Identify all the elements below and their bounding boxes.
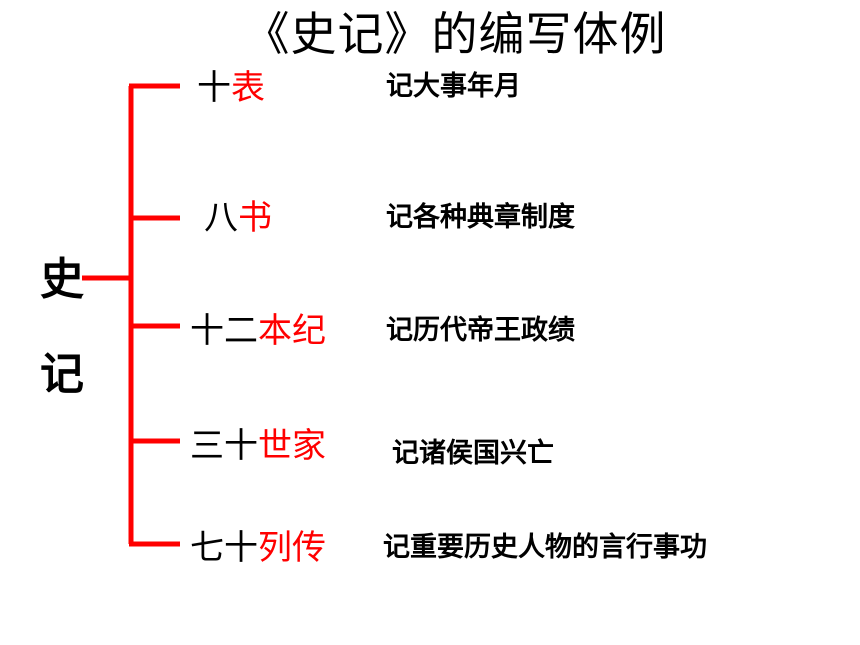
branch-prefix-3: 十二 <box>190 311 258 351</box>
branch-highlight-5: 列传 <box>258 528 326 568</box>
root-char-2: 记 <box>40 349 84 400</box>
branch-description-1: 记大事年月 <box>386 71 521 102</box>
branch-description-4: 记诸侯国兴亡 <box>392 438 554 469</box>
branch-prefix-1: 十 <box>197 68 231 108</box>
branch-prefix-4: 三十 <box>190 426 258 466</box>
branch-description-2: 记各种典章制度 <box>386 202 575 233</box>
page-title: 《史记》的编写体例 <box>243 7 667 61</box>
root-char-1: 史 <box>40 254 84 305</box>
branch-prefix-5: 七十 <box>190 528 258 568</box>
branch-prefix-2: 八 <box>204 198 238 238</box>
branch-label-4: 三十世家 <box>190 424 326 468</box>
branch-label-3: 十二本纪 <box>190 309 326 353</box>
branch-highlight-2: 书 <box>238 198 272 238</box>
branch-label-5: 七十列传 <box>190 526 326 570</box>
branch-description-5: 记重要历史人物的言行事功 <box>383 532 707 563</box>
branch-highlight-1: 表 <box>231 68 265 108</box>
branch-label-2: 八书 <box>204 196 272 240</box>
branch-highlight-3: 本纪 <box>258 311 326 351</box>
branch-label-1: 十表 <box>197 66 265 110</box>
branch-highlight-4: 世家 <box>258 426 326 466</box>
branch-description-3: 记历代帝王政绩 <box>386 315 575 346</box>
